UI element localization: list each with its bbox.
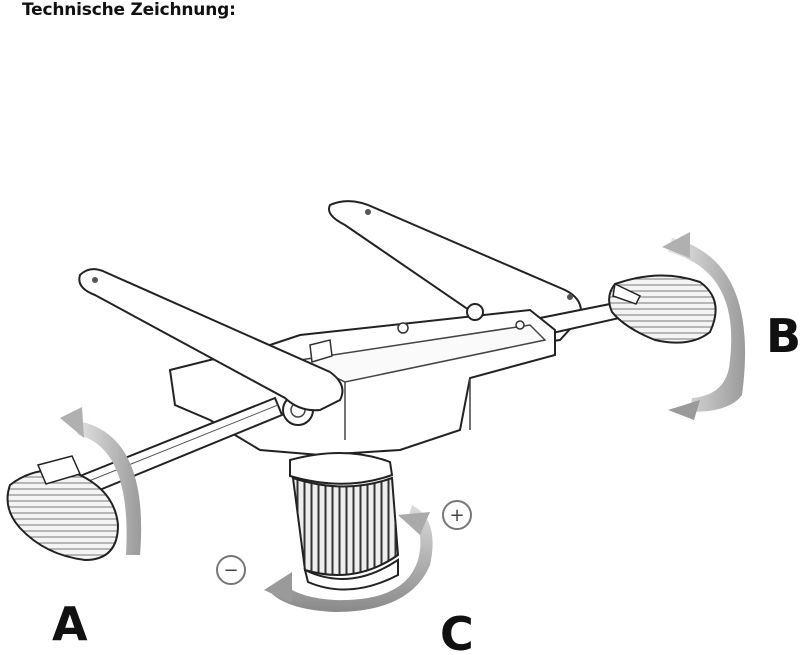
rotation-arrow-a <box>60 407 142 555</box>
rotation-arrow-c <box>264 505 433 612</box>
svg-text:+: + <box>449 505 464 526</box>
pedal-b <box>608 274 717 344</box>
label-c: C <box>440 607 474 655</box>
height-adjustment-knob <box>289 451 400 591</box>
svg-text:−: − <box>223 560 238 581</box>
page-title: Technische Zeichnung: <box>22 0 236 20</box>
left-seat-arm <box>78 268 344 412</box>
label-b: B <box>766 309 800 363</box>
rotation-arrow-b <box>662 232 746 420</box>
pedal-a <box>6 455 120 562</box>
right-seat-arm <box>328 200 582 347</box>
label-a: A <box>52 597 88 651</box>
plus-sign-icon: + <box>442 500 472 530</box>
lever-shaft-a <box>68 396 284 500</box>
minus-sign-icon: − <box>216 555 246 585</box>
